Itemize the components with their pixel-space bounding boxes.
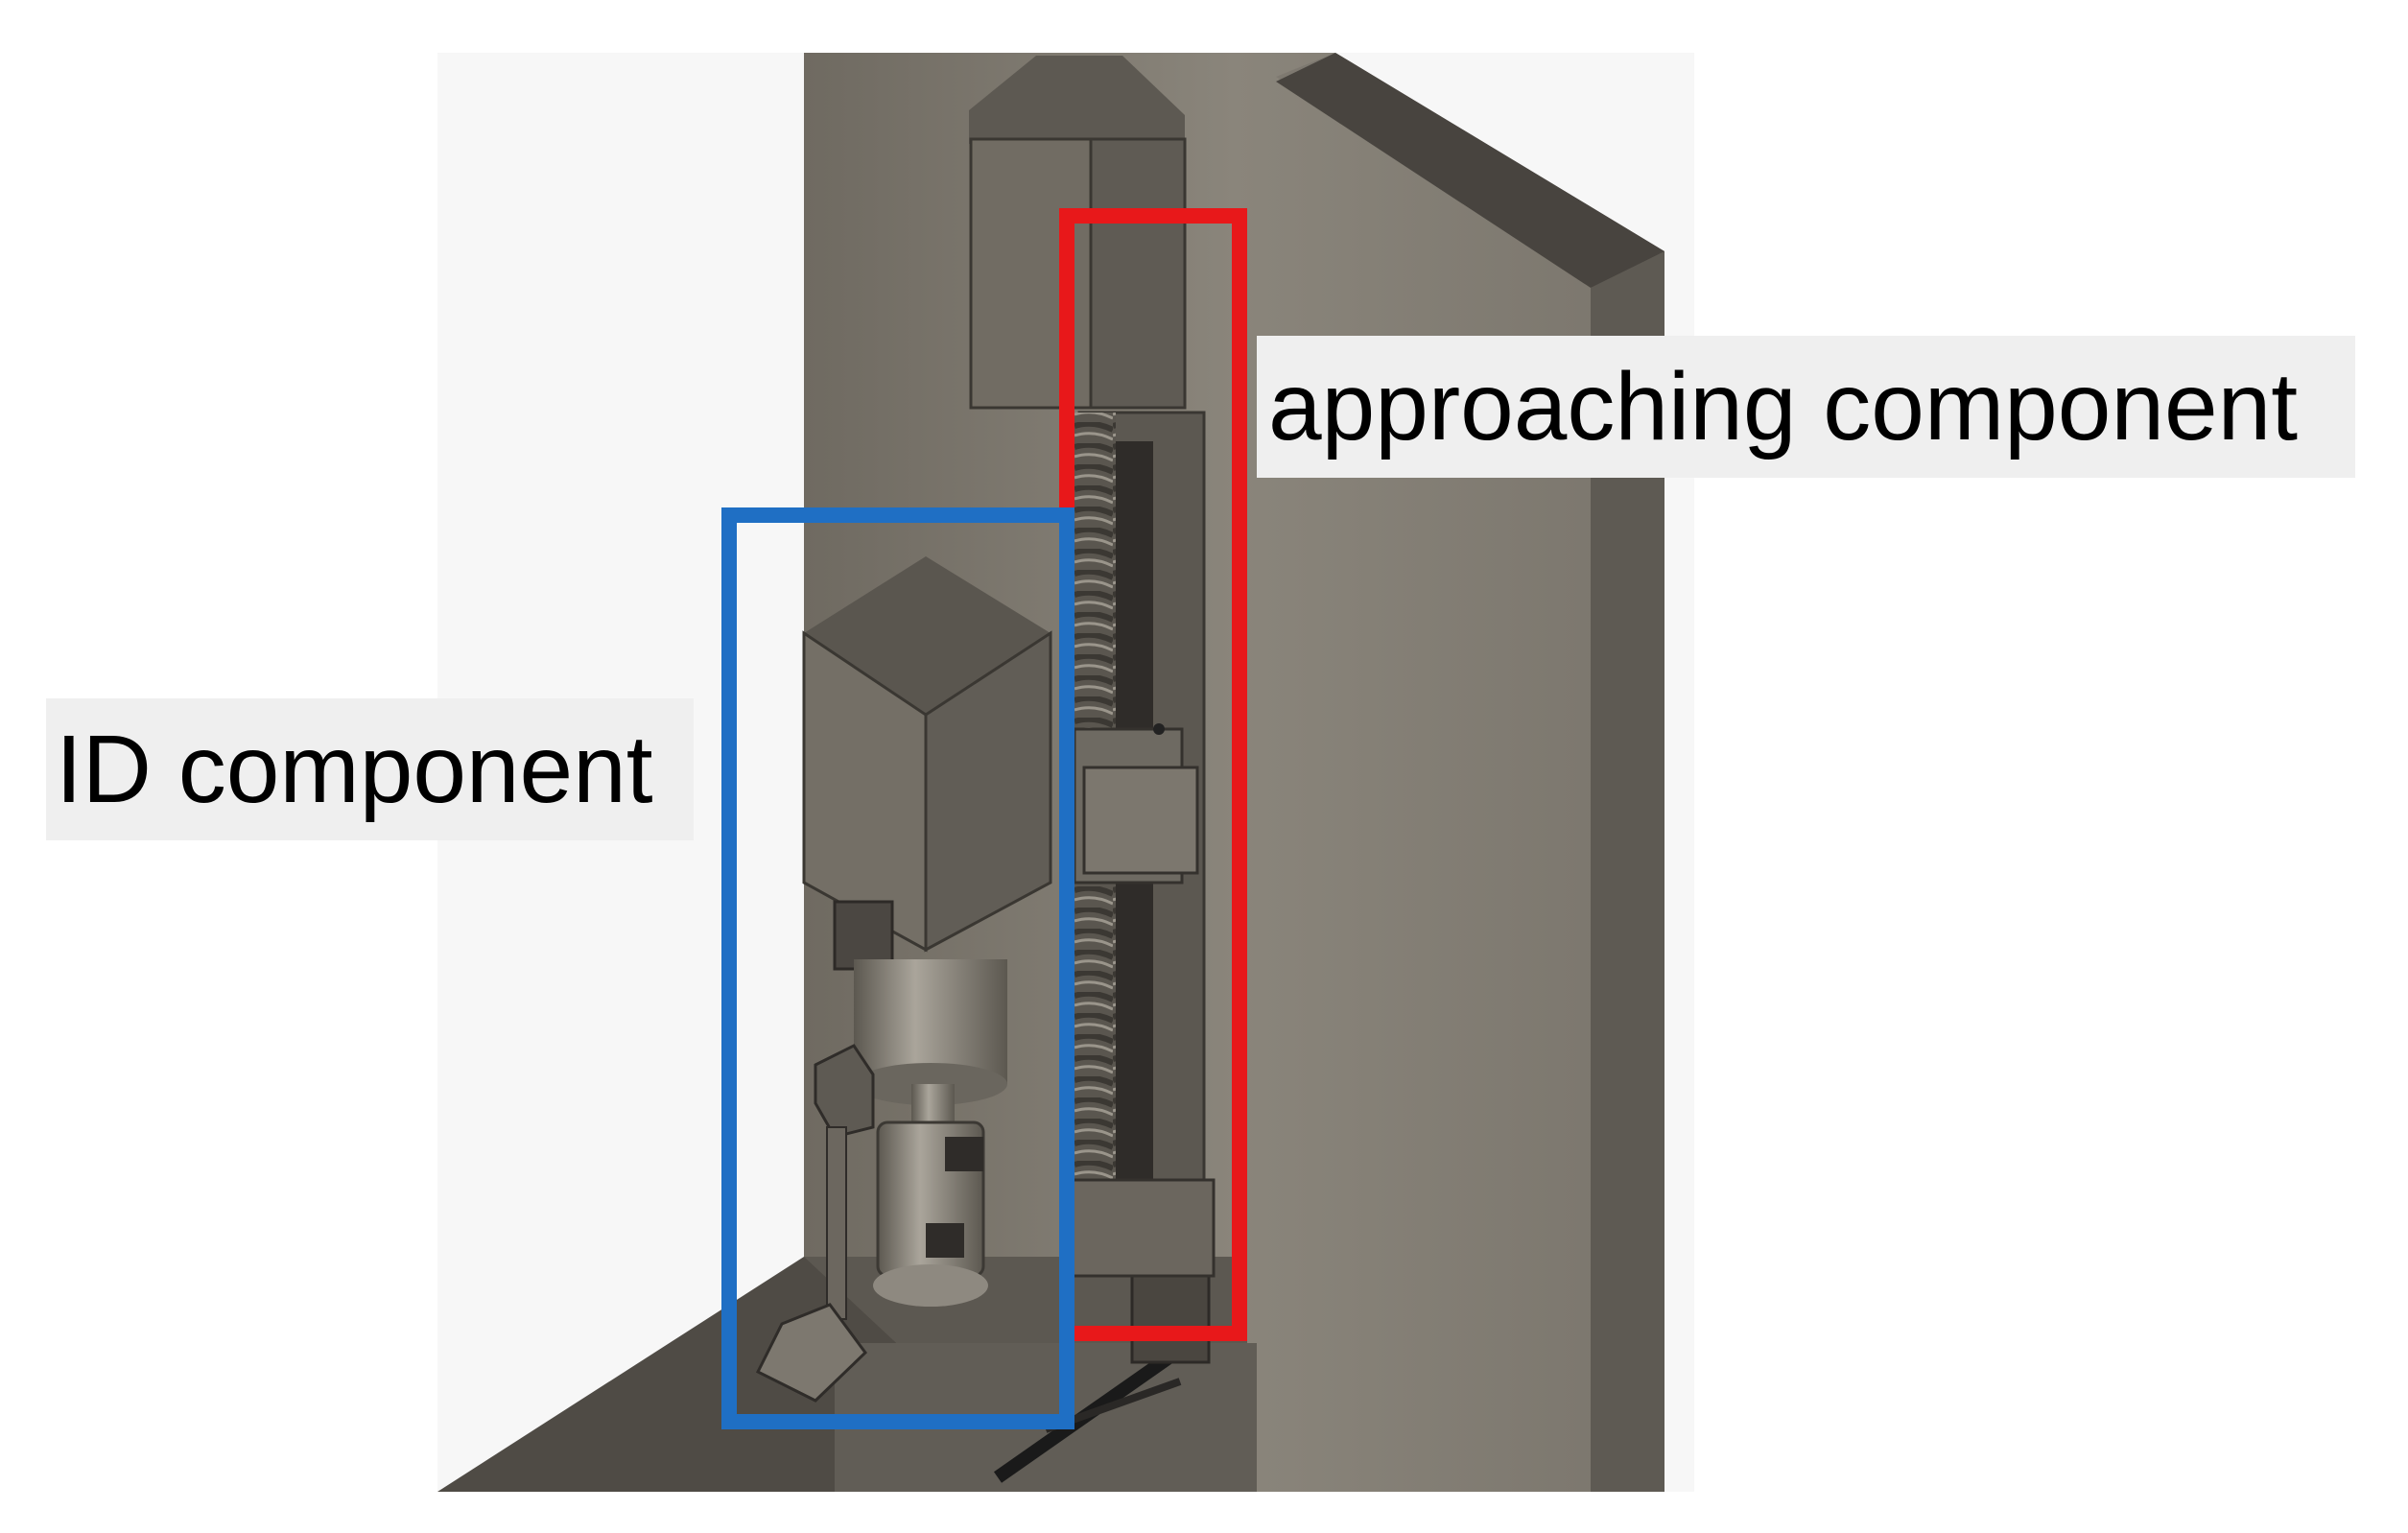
top-motor-top (969, 56, 1185, 144)
id-chuck-jaw-2 (926, 1223, 964, 1258)
rail-block (1130, 1274, 1211, 1364)
id-highlight-box (721, 507, 1074, 1429)
rail-foot (1068, 1178, 1216, 1278)
id-motor-top (804, 556, 1051, 715)
id-component-text: ID component (56, 715, 653, 823)
top-edge (1276, 53, 1664, 288)
carriage-bolt (1153, 723, 1165, 735)
carriage-block (1082, 766, 1199, 875)
approaching-component-label: approaching component (1257, 336, 2355, 478)
id-chuck-jaw-1 (945, 1137, 983, 1171)
approaching-highlight-box (1059, 208, 1247, 1341)
side-panel-edge (1591, 251, 1664, 1492)
id-chuck-bottom (873, 1264, 988, 1307)
approaching-component-text: approaching component (1268, 352, 2298, 460)
id-sensor-pad (755, 1303, 867, 1403)
top-motor-side (1089, 137, 1187, 410)
id-component-label: ID component (46, 698, 694, 840)
id-arm-head (814, 1044, 875, 1139)
id-motor-side (924, 630, 1052, 953)
